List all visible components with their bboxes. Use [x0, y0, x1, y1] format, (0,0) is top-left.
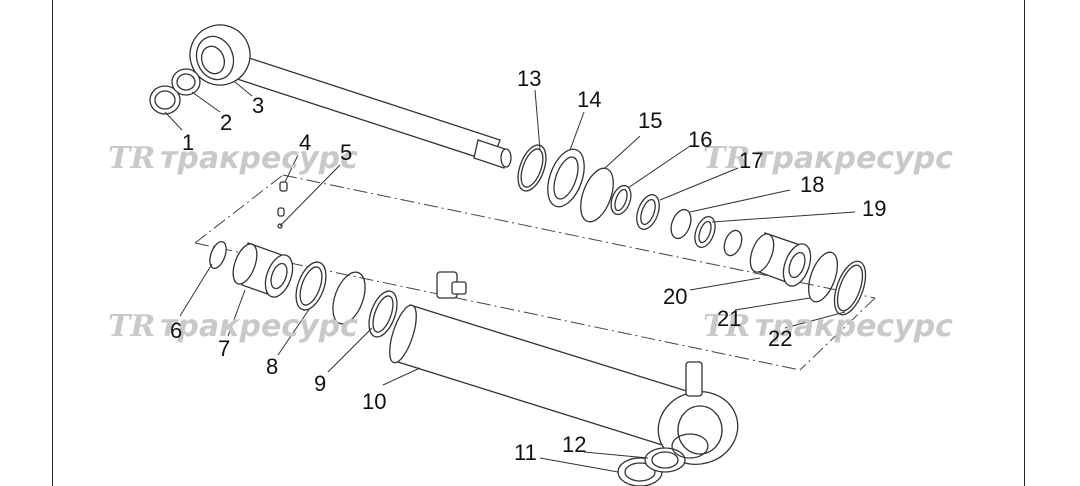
callout-19: 19 [862, 196, 886, 221]
assembly-boundary [194, 174, 876, 371]
watermark-text: тракресурс [160, 309, 358, 344]
part-22-ring [833, 260, 867, 316]
part-2-bushing [171, 68, 201, 96]
callout-20: 20 [663, 284, 687, 309]
part-12b-ring [671, 433, 709, 459]
watermark-left-top: TR тракресурс [108, 141, 358, 176]
callout-16: 16 [688, 127, 712, 152]
callout-18: 18 [800, 172, 824, 197]
callout-1: 1 [182, 130, 194, 155]
callout-5: 5 [340, 140, 352, 165]
frame-border-left [52, 0, 53, 486]
watermark-right-bottom: TR тракресурс [703, 309, 953, 344]
callout-4: 4 [299, 130, 311, 155]
part-18-ring [670, 208, 692, 240]
part-7-piston-head [232, 242, 294, 298]
callout-8: 8 [266, 354, 278, 379]
part-8-ring [295, 261, 327, 311]
callout-7: 7 [218, 336, 230, 361]
watermark-left-bottom: TR тракресурс [108, 309, 358, 344]
part-6-ring [209, 240, 227, 270]
part-12-ring [644, 447, 686, 473]
callout-10: 10 [362, 389, 386, 414]
part-20-piston [749, 232, 812, 287]
part-9b-ring [368, 290, 398, 338]
callout-9: 9 [314, 371, 326, 396]
part-19b-ring [723, 229, 743, 257]
watermark-text: тракресурс [755, 309, 953, 344]
frame-border-right [1024, 0, 1025, 486]
callout-17: 17 [739, 148, 763, 173]
piston-rod [189, 24, 512, 169]
part-19-ring [694, 216, 716, 248]
watermark-logo: TR [703, 309, 750, 344]
part-15-ring [580, 167, 614, 223]
callout-14: 14 [577, 87, 601, 112]
callout-22: 22 [768, 326, 792, 351]
part-10-cylinder-barrel [389, 271, 739, 465]
callout-15: 15 [638, 108, 662, 133]
watermark-logo: TR [108, 141, 155, 176]
part-1-seal [149, 85, 181, 115]
watermark-right-top: TR тракресурс [703, 141, 953, 176]
part-4-fitting [277, 181, 288, 217]
watermark-text: тракресурс [160, 141, 358, 176]
part-17-seal [636, 194, 660, 230]
callout-3: 3 [252, 93, 264, 118]
callout-12: 12 [562, 432, 586, 457]
callout-21: 21 [717, 306, 741, 331]
callout-2: 2 [220, 110, 232, 135]
callout-13: 13 [517, 66, 541, 91]
watermark-text: тракресурс [755, 141, 953, 176]
part-21-ring [807, 251, 839, 303]
part-9-ring [332, 271, 366, 325]
watermark-logo: TR [703, 141, 750, 176]
callout-11: 11 [514, 440, 537, 465]
part-13-ring [517, 144, 547, 192]
leader-lines [164, 81, 856, 473]
part-16-seal [610, 184, 632, 216]
part-14-gland [547, 148, 585, 208]
watermark-logo: TR [108, 309, 155, 344]
callout-6: 6 [170, 318, 182, 343]
